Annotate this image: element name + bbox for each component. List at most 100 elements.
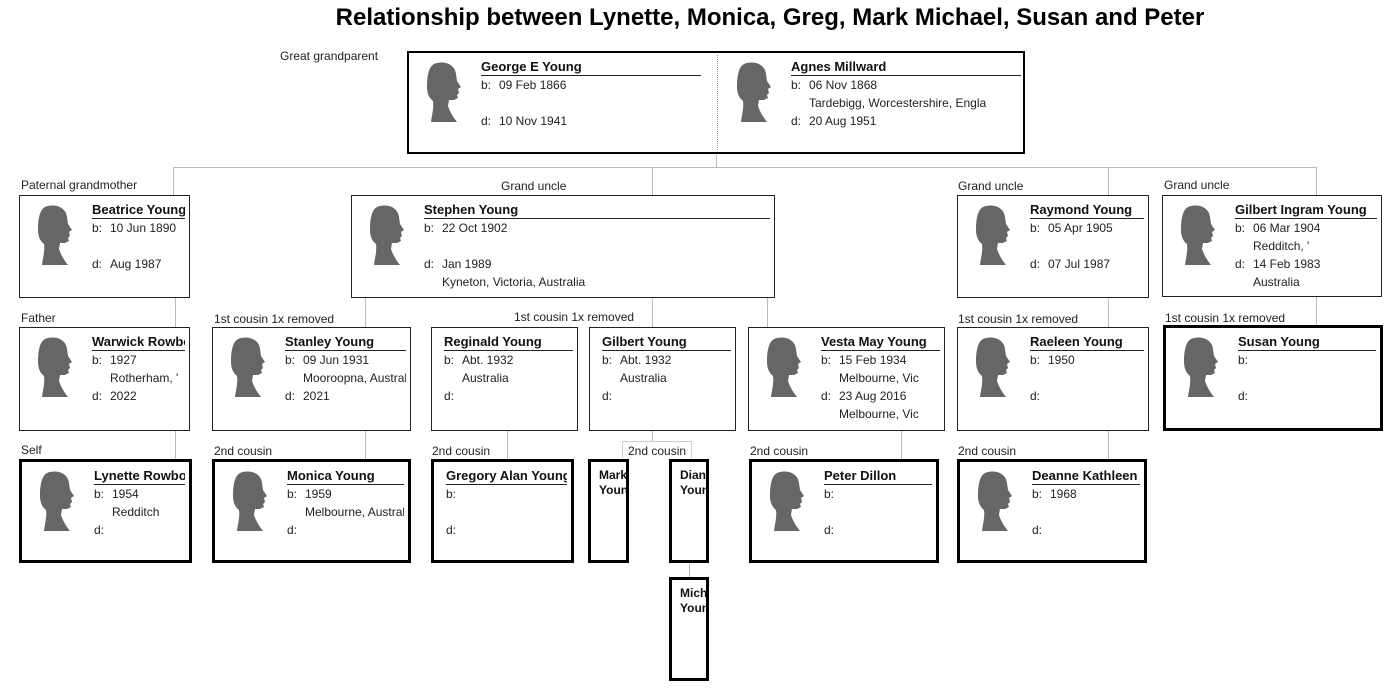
person-card-michael[interactable]: Michael Young bbox=[669, 577, 709, 681]
detail-value: 07 Jul 1987 bbox=[1048, 257, 1111, 271]
person-name[interactable]: George E Young bbox=[481, 59, 701, 76]
silhouette-icon bbox=[366, 204, 408, 266]
person-detail-row: d: bbox=[94, 521, 185, 539]
person-name[interactable]: Agnes Millward bbox=[791, 59, 1021, 76]
person-name[interactable]: Raymond Young bbox=[1030, 202, 1144, 219]
person-name[interactable]: Gilbert Ingram Young bbox=[1235, 202, 1377, 219]
detail-value: Australia bbox=[1253, 275, 1300, 289]
detail-label: d: bbox=[1030, 389, 1041, 403]
silhouette-icon bbox=[227, 336, 269, 398]
detail-label: b: bbox=[285, 353, 296, 367]
person-name[interactable]: Mark Young bbox=[599, 468, 629, 497]
person-detail-row: d: bbox=[1238, 387, 1376, 405]
person-name[interactable]: Reginald Young bbox=[444, 334, 573, 351]
detail-value: 1954 bbox=[112, 487, 139, 501]
person-name[interactable]: Beatrice Young bbox=[92, 202, 185, 219]
person-detail-row: Kyneton, Victoria, Australia bbox=[424, 273, 770, 291]
person-name[interactable]: Stanley Young bbox=[285, 334, 406, 351]
detail-value: 06 Mar 1904 bbox=[1253, 221, 1321, 235]
connector-line bbox=[716, 153, 717, 167]
person-name[interactable]: Michael Young bbox=[680, 586, 709, 615]
person-detail-row bbox=[1030, 369, 1144, 387]
person-name[interactable]: Lynette Rowbottom bbox=[94, 468, 185, 485]
role-label: 2nd cousin bbox=[958, 444, 1017, 458]
detail-value: Jan 1989 bbox=[442, 257, 492, 271]
detail-label: b: bbox=[1235, 221, 1246, 235]
role-label: 1st cousin 1x removed bbox=[1165, 311, 1286, 325]
detail-label: d: bbox=[446, 523, 457, 537]
person-detail-row: b:09 Feb 1866 bbox=[481, 76, 701, 94]
person-name[interactable]: Diane Young bbox=[680, 468, 709, 497]
connector-line bbox=[365, 298, 366, 327]
detail-value: Australia bbox=[620, 371, 667, 385]
person-name[interactable]: Gregory Alan Young bbox=[446, 468, 567, 485]
person-name[interactable]: Gilbert Young bbox=[602, 334, 731, 351]
silhouette-icon bbox=[1180, 336, 1222, 398]
person-name[interactable]: Deanne Kathleen bbox=[1032, 468, 1140, 485]
silhouette-icon bbox=[733, 61, 775, 123]
person-detail-row bbox=[481, 94, 701, 112]
person-detail-row: b:Abt. 1932 bbox=[602, 351, 731, 369]
detail-value: 14 Feb 1983 bbox=[1253, 257, 1321, 271]
silhouette-icon bbox=[972, 336, 1014, 398]
detail-label: d: bbox=[791, 114, 802, 128]
person-detail-row: d:Aug 1987 bbox=[92, 255, 185, 273]
detail-label: d: bbox=[1032, 523, 1043, 537]
detail-value: Melbourne, Australia bbox=[305, 505, 404, 519]
detail-value: Redditch, ' bbox=[1253, 239, 1310, 253]
role-label: 2nd cousin bbox=[432, 444, 491, 458]
person-detail-row: d:07 Jul 1987 bbox=[1030, 255, 1144, 273]
person-name[interactable]: Peter Dillon bbox=[824, 468, 932, 485]
silhouette-icon bbox=[763, 336, 805, 398]
person-detail-row: b:22 Oct 1902 bbox=[424, 219, 770, 237]
person-name[interactable]: Warwick Rowbottom bbox=[92, 334, 185, 351]
person-name[interactable]: Vesta May Young bbox=[821, 334, 940, 351]
person-detail-row: Melbourne, Australia bbox=[287, 503, 404, 521]
person-detail-row: b:1959 bbox=[287, 485, 404, 503]
person-name[interactable]: Susan Young bbox=[1238, 334, 1376, 351]
silhouette-icon bbox=[972, 204, 1014, 266]
person-detail-row: d:Jan 1989 bbox=[424, 255, 770, 273]
detail-value: Australia bbox=[462, 371, 509, 385]
person-card-mark[interactable]: Mark Young bbox=[588, 459, 629, 563]
silhouette-icon bbox=[229, 470, 271, 532]
connector-line bbox=[175, 298, 176, 327]
connector-line bbox=[173, 167, 174, 195]
detail-label: b: bbox=[824, 487, 835, 501]
person-detail-row: b: bbox=[824, 485, 932, 503]
connector-line bbox=[173, 167, 1317, 168]
detail-label: b: bbox=[1030, 353, 1041, 367]
person-detail-row: d: bbox=[444, 387, 573, 405]
person-name[interactable]: Raeleen Young bbox=[1030, 334, 1144, 351]
person-detail-row: d: bbox=[1030, 387, 1144, 405]
connector-line bbox=[689, 563, 690, 577]
person-detail-row: b:05 Apr 1905 bbox=[1030, 219, 1144, 237]
detail-label: d: bbox=[287, 523, 298, 537]
person-name[interactable]: Stephen Young bbox=[424, 202, 770, 219]
person-detail-row bbox=[424, 237, 770, 255]
person-card-diane[interactable]: Diane Young bbox=[669, 459, 709, 563]
person-detail-row: d:20 Aug 1951 bbox=[791, 112, 1021, 130]
chart-title: Relationship between Lynette, Monica, Gr… bbox=[335, 4, 1205, 31]
connector-line bbox=[175, 431, 176, 459]
role-label: 2nd cousin bbox=[214, 444, 273, 458]
person-name[interactable]: Monica Young bbox=[287, 468, 404, 485]
detail-value: 2022 bbox=[110, 389, 137, 403]
